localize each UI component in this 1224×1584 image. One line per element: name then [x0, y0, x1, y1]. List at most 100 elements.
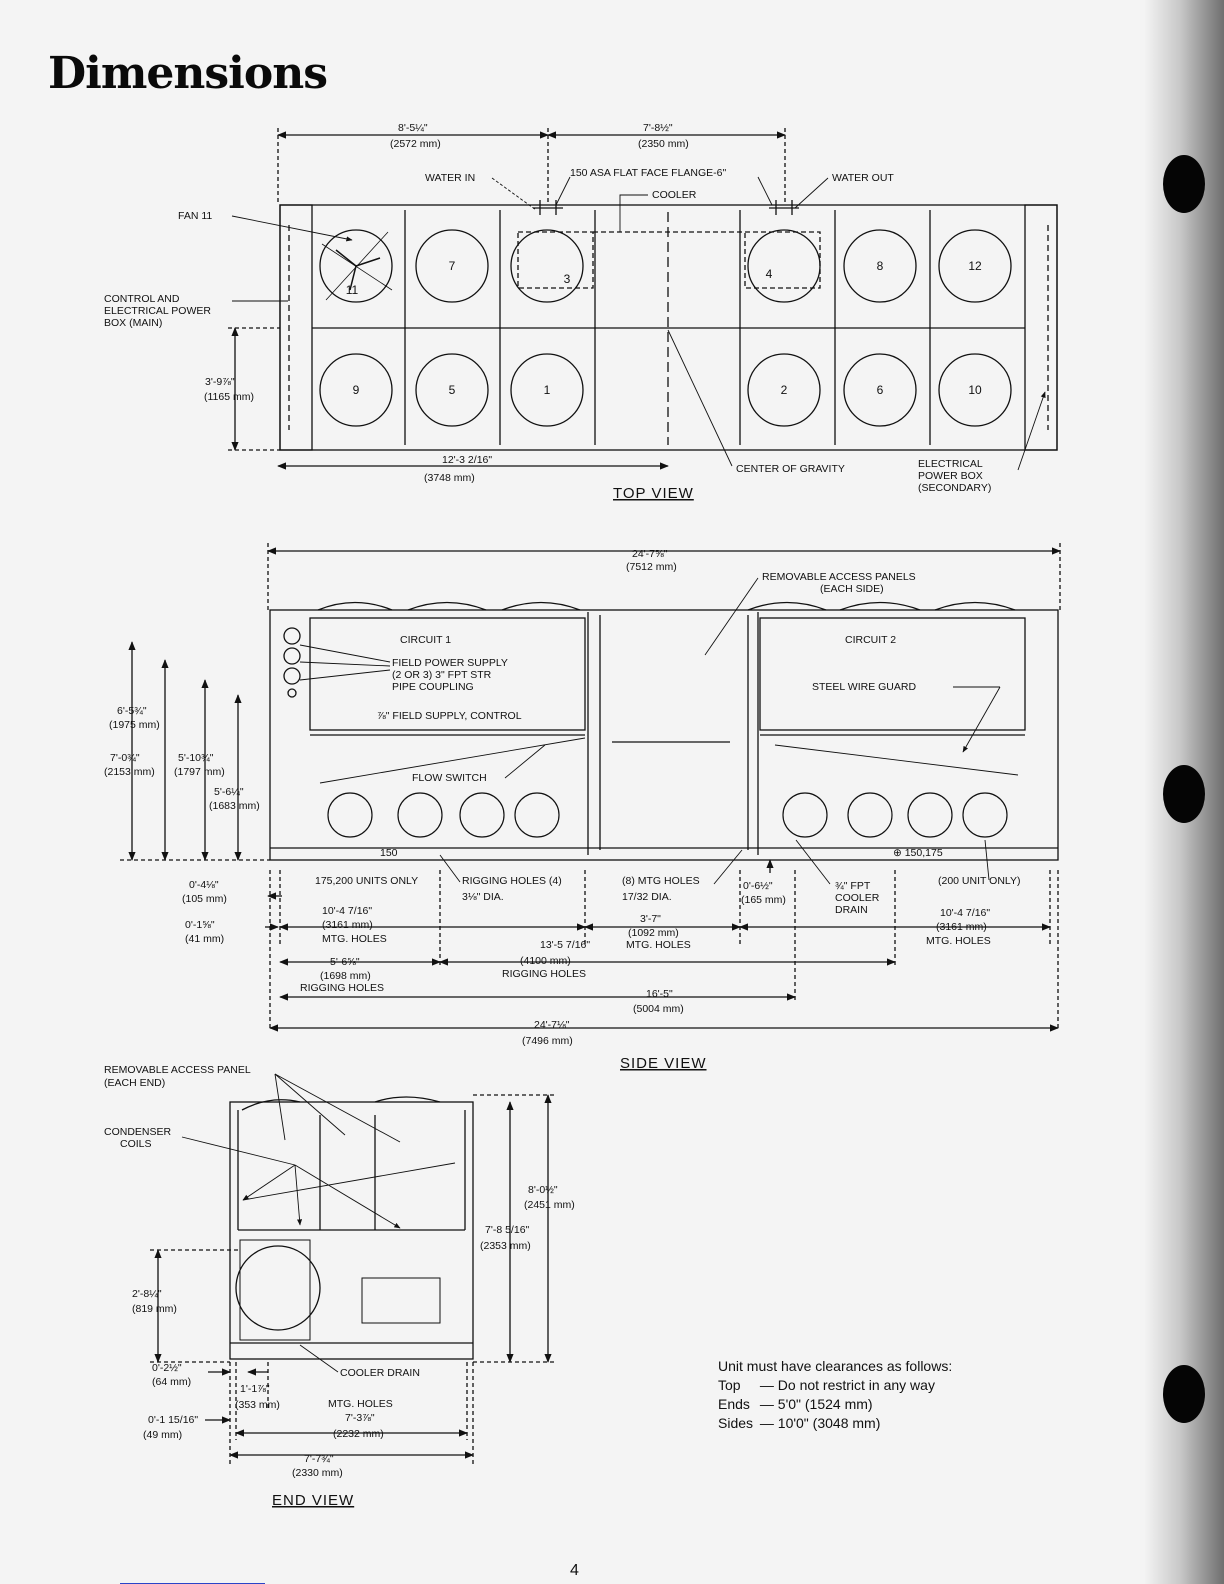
- fan-number-8: 8: [877, 259, 884, 273]
- compressor-6: [847, 792, 893, 838]
- fan-number-10: 10: [968, 383, 982, 397]
- height-5-6-mm: (1683 mm): [209, 800, 260, 812]
- dim-10-4-left: 10'-4 7/16": [322, 905, 372, 917]
- fan-number-1: 1: [544, 383, 551, 397]
- clearance-notes: Unit must have clearances as follows: To…: [718, 1357, 952, 1433]
- height-5-10-mm: (1797 mm): [174, 766, 225, 778]
- end-view-outline: [229, 1101, 474, 1360]
- height-7-8: 7'-8 5/16": [485, 1224, 530, 1236]
- field-power-line-1: FIELD POWER SUPPLY: [392, 657, 508, 669]
- circuit-2-coil: [759, 617, 1026, 731]
- mtg-holes-right: MTG. HOLES: [926, 935, 991, 947]
- clearance-row-ends: Ends — 5'0" (1524 mm): [718, 1395, 952, 1414]
- fan-11-label: FAN 11: [178, 210, 212, 222]
- compressor-3: [459, 792, 505, 838]
- dim-10-4-right-mm: (3161 mm): [936, 921, 987, 933]
- cooler-label: COOLER: [652, 189, 697, 201]
- height-0-6-mm: (165 mm): [741, 894, 786, 906]
- top-view-left-end: [279, 204, 313, 451]
- dim-13-5-mm: (4100 mm): [520, 955, 571, 967]
- dim-5-6: 5'-6⅝": [330, 956, 360, 968]
- dim-0-4-mm: (105 mm): [182, 893, 227, 905]
- dim-10-4-left-mm: (3161 mm): [322, 919, 373, 931]
- end-view-cooler: [235, 1245, 321, 1331]
- dim-1-1-mm: (353 mm): [235, 1399, 280, 1411]
- top-view-right-end: [1024, 204, 1058, 451]
- end-cooler-drain-label: COOLER DRAIN: [340, 1367, 420, 1379]
- dim-7-3-mm: (2232 mm): [333, 1428, 384, 1440]
- height-8-0: 8'-0½": [528, 1184, 558, 1196]
- rigging-holes-left: RIGGING HOLES: [300, 982, 384, 994]
- fan-number-11: 11: [346, 283, 359, 297]
- top-view-labels: 8'-5¼" (2572 mm) 7'-8½" (2350 mm) WATER …: [104, 122, 991, 502]
- clearance-side: Ends: [718, 1396, 750, 1412]
- clearance-value: — 10'0" (3048 mm): [759, 1415, 881, 1431]
- fan-number-12: 12: [968, 259, 982, 273]
- mtg-hole-diameter: 17/32 DIA.: [622, 891, 672, 903]
- steel-wire-guard-label: STEEL WIRE GUARD: [812, 681, 916, 693]
- secondary-box-line-1: ELECTRICAL: [918, 458, 983, 470]
- condenser-coils-line-2: COILS: [120, 1138, 152, 1150]
- field-power-line-3: PIPE COUPLING: [392, 681, 474, 693]
- fan-1: [510, 353, 584, 427]
- height-7-0: 7'-0¾": [110, 752, 140, 764]
- dim-3-7-mm: (1092 mm): [628, 927, 679, 939]
- dim-10-4-right: 10'-4 7/16": [940, 907, 990, 919]
- control-box-line-1: CONTROL AND: [104, 293, 180, 305]
- side-view: [120, 543, 1061, 1032]
- unit-200-only: (200 UNIT ONLY): [938, 875, 1020, 887]
- dim-top-left: 8'-5¼": [398, 122, 428, 134]
- dim-0-1: 0'-1⅝": [185, 919, 215, 931]
- mtg-holes-left: MTG. HOLES: [322, 933, 387, 945]
- flow-switch-label: FLOW SWITCH: [412, 772, 487, 784]
- fan-3: [510, 229, 584, 303]
- cooler-outline-right: [744, 231, 821, 289]
- fan-2: [747, 353, 821, 427]
- height-6-5-mm: (1975 mm): [109, 719, 160, 731]
- dim-width-mm: (1165 mm): [204, 391, 254, 403]
- height-8-0-mm: (2451 mm): [524, 1199, 575, 1211]
- end-mtg-holes-label: MTG. HOLES: [328, 1398, 393, 1410]
- dim-0-1-mm: (41 mm): [185, 933, 224, 945]
- side-view-labels: 24'-7⅝" (7512 mm) REMOVABLE ACCESS PANEL…: [104, 548, 1020, 1072]
- cooler-drain-line-1: ¾" FPT: [835, 880, 871, 892]
- water-out-label: WATER OUT: [832, 172, 894, 184]
- page-number: 4: [570, 1562, 579, 1579]
- fan-4: [747, 229, 821, 303]
- dim-5-6-mm: (1698 mm): [320, 970, 371, 982]
- fan-8: [843, 229, 917, 303]
- compressor-7: [907, 792, 953, 838]
- cooler-drain-line-2: COOLER: [835, 892, 880, 904]
- clearance-value: — Do not restrict in any way: [759, 1377, 935, 1393]
- dim-7-7-mm: (2330 mm): [292, 1467, 343, 1479]
- flange-label: 150 ASA FLAT FACE FLANGE-6": [570, 167, 727, 179]
- clearance-row-sides: Sides — 10'0" (3048 mm): [718, 1414, 952, 1433]
- dim-7-7: 7'-7¾": [304, 1453, 334, 1465]
- field-control-label: ⅞" FIELD SUPPLY, CONTROL: [377, 710, 522, 722]
- page-title: Dimensions: [48, 48, 328, 99]
- control-box-line-2: ELECTRICAL POWER: [104, 305, 211, 317]
- control-box-line-3: BOX (MAIN): [104, 317, 162, 329]
- dim-0-2: 0'-2½": [152, 1362, 182, 1374]
- dim-16-5: 16'-5": [646, 988, 673, 1000]
- label-150: 150: [380, 847, 398, 859]
- fan-number-5: 5: [449, 383, 456, 397]
- top-view-title: TOP VIEW: [613, 485, 694, 502]
- rigging-holes-4: RIGGING HOLES (4): [462, 875, 562, 887]
- dim-7-3: 7'-3⅞": [345, 1412, 375, 1424]
- fan-10: [938, 353, 1012, 427]
- cooler-drain-line-3: DRAIN: [835, 904, 868, 916]
- clearance-row-top: Top — Do not restrict in any way: [718, 1376, 952, 1395]
- height-2-8-mm: (819 mm): [132, 1303, 177, 1315]
- field-power-line-2: (2 OR 3) 3" FPT STR: [392, 669, 492, 681]
- height-7-8-mm: (2353 mm): [480, 1240, 531, 1252]
- fan-number-4: 4: [766, 267, 773, 281]
- end-view-labels: REMOVABLE ACCESS PANEL (EACH END) CONDEN…: [104, 1064, 575, 1509]
- compressor-8: [962, 792, 1008, 838]
- water-in-label: WATER IN: [425, 172, 475, 184]
- fan-11: [319, 229, 393, 303]
- fan-number-9: 9: [353, 383, 360, 397]
- condenser-coils-line-1: CONDENSER: [104, 1126, 172, 1138]
- secondary-box-line-2: POWER BOX: [918, 470, 983, 482]
